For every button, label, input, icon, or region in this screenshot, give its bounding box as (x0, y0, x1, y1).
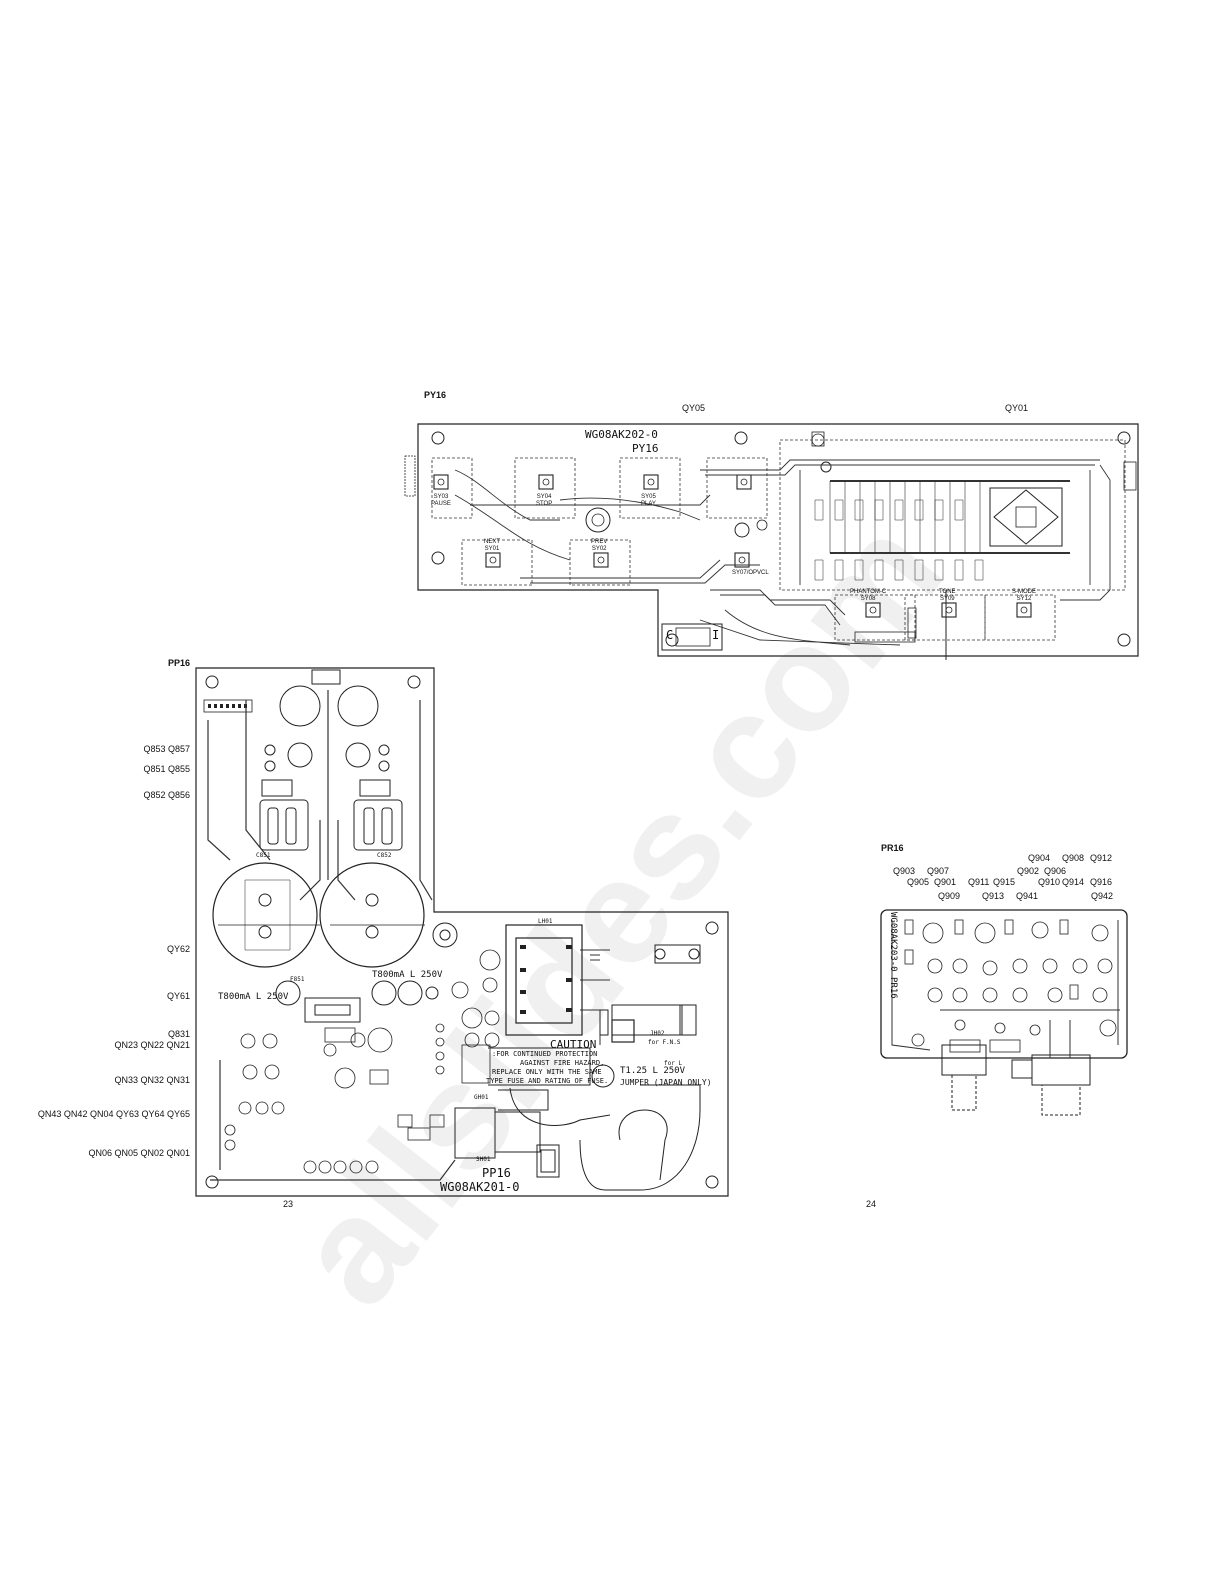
pr16-callout-q941: Q941 (1016, 891, 1039, 901)
pr16-callout-q942: Q942 (1091, 891, 1114, 901)
py16-connector-i: I (712, 628, 720, 642)
pp16-caution-line-1: :FOR CONTINUED PROTECTION (492, 1050, 598, 1058)
py16-connector-c: C (666, 628, 674, 642)
pr16-callout-q915: Q915 (993, 877, 1016, 887)
pp16-c852-label: C852 (377, 852, 392, 859)
pr16-callout-q910: Q910 (1038, 877, 1061, 887)
pp16-callout-q853-q857: Q853 Q857 (143, 744, 190, 754)
pr16-callout-q914: Q914 (1062, 877, 1085, 887)
pr16-callout-q912: Q912 (1090, 853, 1113, 863)
pr16-callout-q904: Q904 (1028, 853, 1051, 863)
pp16-caution-line-2: AGAINST FIRE HAZARD, (520, 1059, 605, 1067)
pr16-callout-q902: Q902 (1017, 866, 1040, 876)
pp16-main-fuse-rating: T1.25 L 250V (620, 1066, 686, 1076)
page-number-23: 23 (283, 1199, 294, 1209)
pr16-callout-q903: Q903 (893, 866, 916, 876)
pp16-transformer-ref: LH01 (538, 918, 553, 925)
pp16-f851-label: F851 (290, 976, 305, 983)
pr16-callout-q906: Q906 (1044, 866, 1067, 876)
pp16-part-number: WG08AK201-0 (440, 1180, 520, 1194)
pp16-callout-qn33-qn31: QN33 QN32 QN31 (114, 1075, 190, 1085)
pp16-title: PP16 (168, 658, 191, 668)
py16-silk-name: PY16 (632, 442, 659, 455)
pr16-callout-q908: Q908 (1062, 853, 1085, 863)
pp16-callout-qn43-qy65: QN43 QN42 QN04 QY63 QY64 QY65 (37, 1109, 190, 1119)
pp16-caution-line-3: REPLACE ONLY WITH THE SAME (492, 1068, 602, 1076)
pp16-c851-label: C851 (256, 852, 271, 859)
pr16-callout-q911: Q911 (968, 877, 990, 887)
pp16-caution-title: CAUTION (550, 1038, 597, 1051)
pp16-callout-qn06-qn01: QN06 QN05 QN02 QN01 (88, 1148, 190, 1158)
py16-callout-qy05: QY05 (682, 403, 706, 413)
pp16-callout-qy61: QY61 (166, 991, 190, 1001)
pp16-callout-qy62: QY62 (166, 944, 190, 954)
py16-callout-qy01: QY01 (1005, 403, 1029, 413)
pr16-callout-q916: Q916 (1090, 877, 1113, 887)
pp16-callout-qn23-qn21: QN23 QN22 QN21 (114, 1040, 190, 1050)
pp16-callout-q831: Q831 (167, 1029, 190, 1039)
pr16-callout-q913: Q913 (982, 891, 1005, 901)
pr16-callout-q905: Q905 (907, 877, 930, 887)
pp16-jh02-label: JH02 (650, 1030, 665, 1037)
pp16-callout-q852-q856: Q852 Q856 (143, 790, 190, 800)
pp16-gh01-label: GH01 (474, 1094, 489, 1101)
pp16-for-l: for L (664, 1060, 683, 1067)
pp16-fuse-rating-left: T800mA L 250V (218, 992, 289, 1002)
pp16-silk-name: PP16 (482, 1166, 511, 1180)
py16-title: PY16 (424, 390, 447, 400)
pp16-caution-line-4: TYPE FUSE AND RATING OF FUSE. (486, 1077, 609, 1085)
page-number-24: 24 (866, 1199, 877, 1209)
pr16-silk-part-number: WG08AK203-0 PR16 (888, 912, 898, 999)
pp16-for-fns: for F.N.S (648, 1039, 681, 1046)
pp16-fuse-rating-right: T800mA L 250V (372, 970, 443, 980)
pr16-callout-q909: Q909 (938, 891, 961, 901)
pr16-callout-q901: Q901 (934, 877, 957, 887)
py16-part-number: WG08AK202-0 (585, 428, 658, 441)
pp16-jumper-note: JUMPER (JAPAN ONLY) (620, 1078, 712, 1087)
pp16-callout-q851-q855: Q851 Q855 (143, 764, 190, 774)
pp16-sh01-label: SH01 (476, 1156, 491, 1163)
py16-switch-sy07: SY07/OPVCL (732, 570, 769, 576)
pr16-title: PR16 (881, 843, 904, 853)
pr16-callout-q907: Q907 (927, 866, 950, 876)
